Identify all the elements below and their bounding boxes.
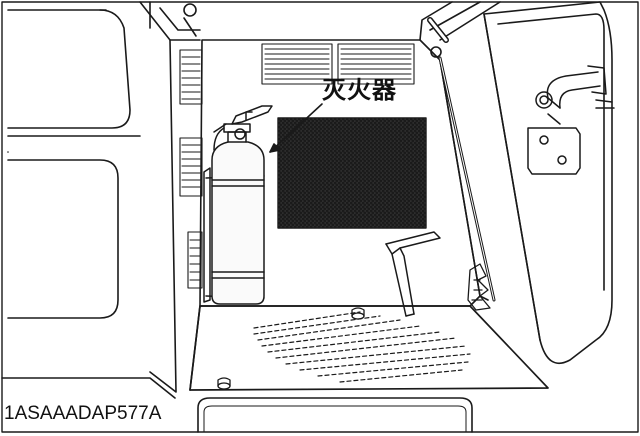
vent-louver-left	[261, 43, 333, 85]
fire-extinguisher-label: 灭火器	[322, 76, 397, 104]
callout-arrow	[269, 103, 323, 153]
rear-dotted-panel	[277, 117, 427, 229]
left-door-panels	[1, 1, 176, 399]
side-grille-top	[179, 49, 203, 105]
side-grille-mid	[179, 137, 203, 197]
vent-louver-right	[337, 43, 415, 85]
floor-bolt	[351, 307, 365, 320]
pedal-bracket	[467, 263, 491, 311]
figure-code: 1ASAAADAP577A	[4, 403, 162, 424]
door-handle	[527, 65, 615, 175]
left-pillar	[139, 1, 201, 393]
floor-mat	[253, 311, 471, 383]
side-grille-low	[187, 231, 203, 289]
right-pillar	[419, 1, 501, 302]
seat-cushion	[197, 397, 473, 433]
lever	[385, 231, 441, 317]
right-door	[483, 1, 613, 365]
fire-extinguisher-icon	[203, 105, 273, 305]
floor-bolt	[217, 377, 231, 390]
